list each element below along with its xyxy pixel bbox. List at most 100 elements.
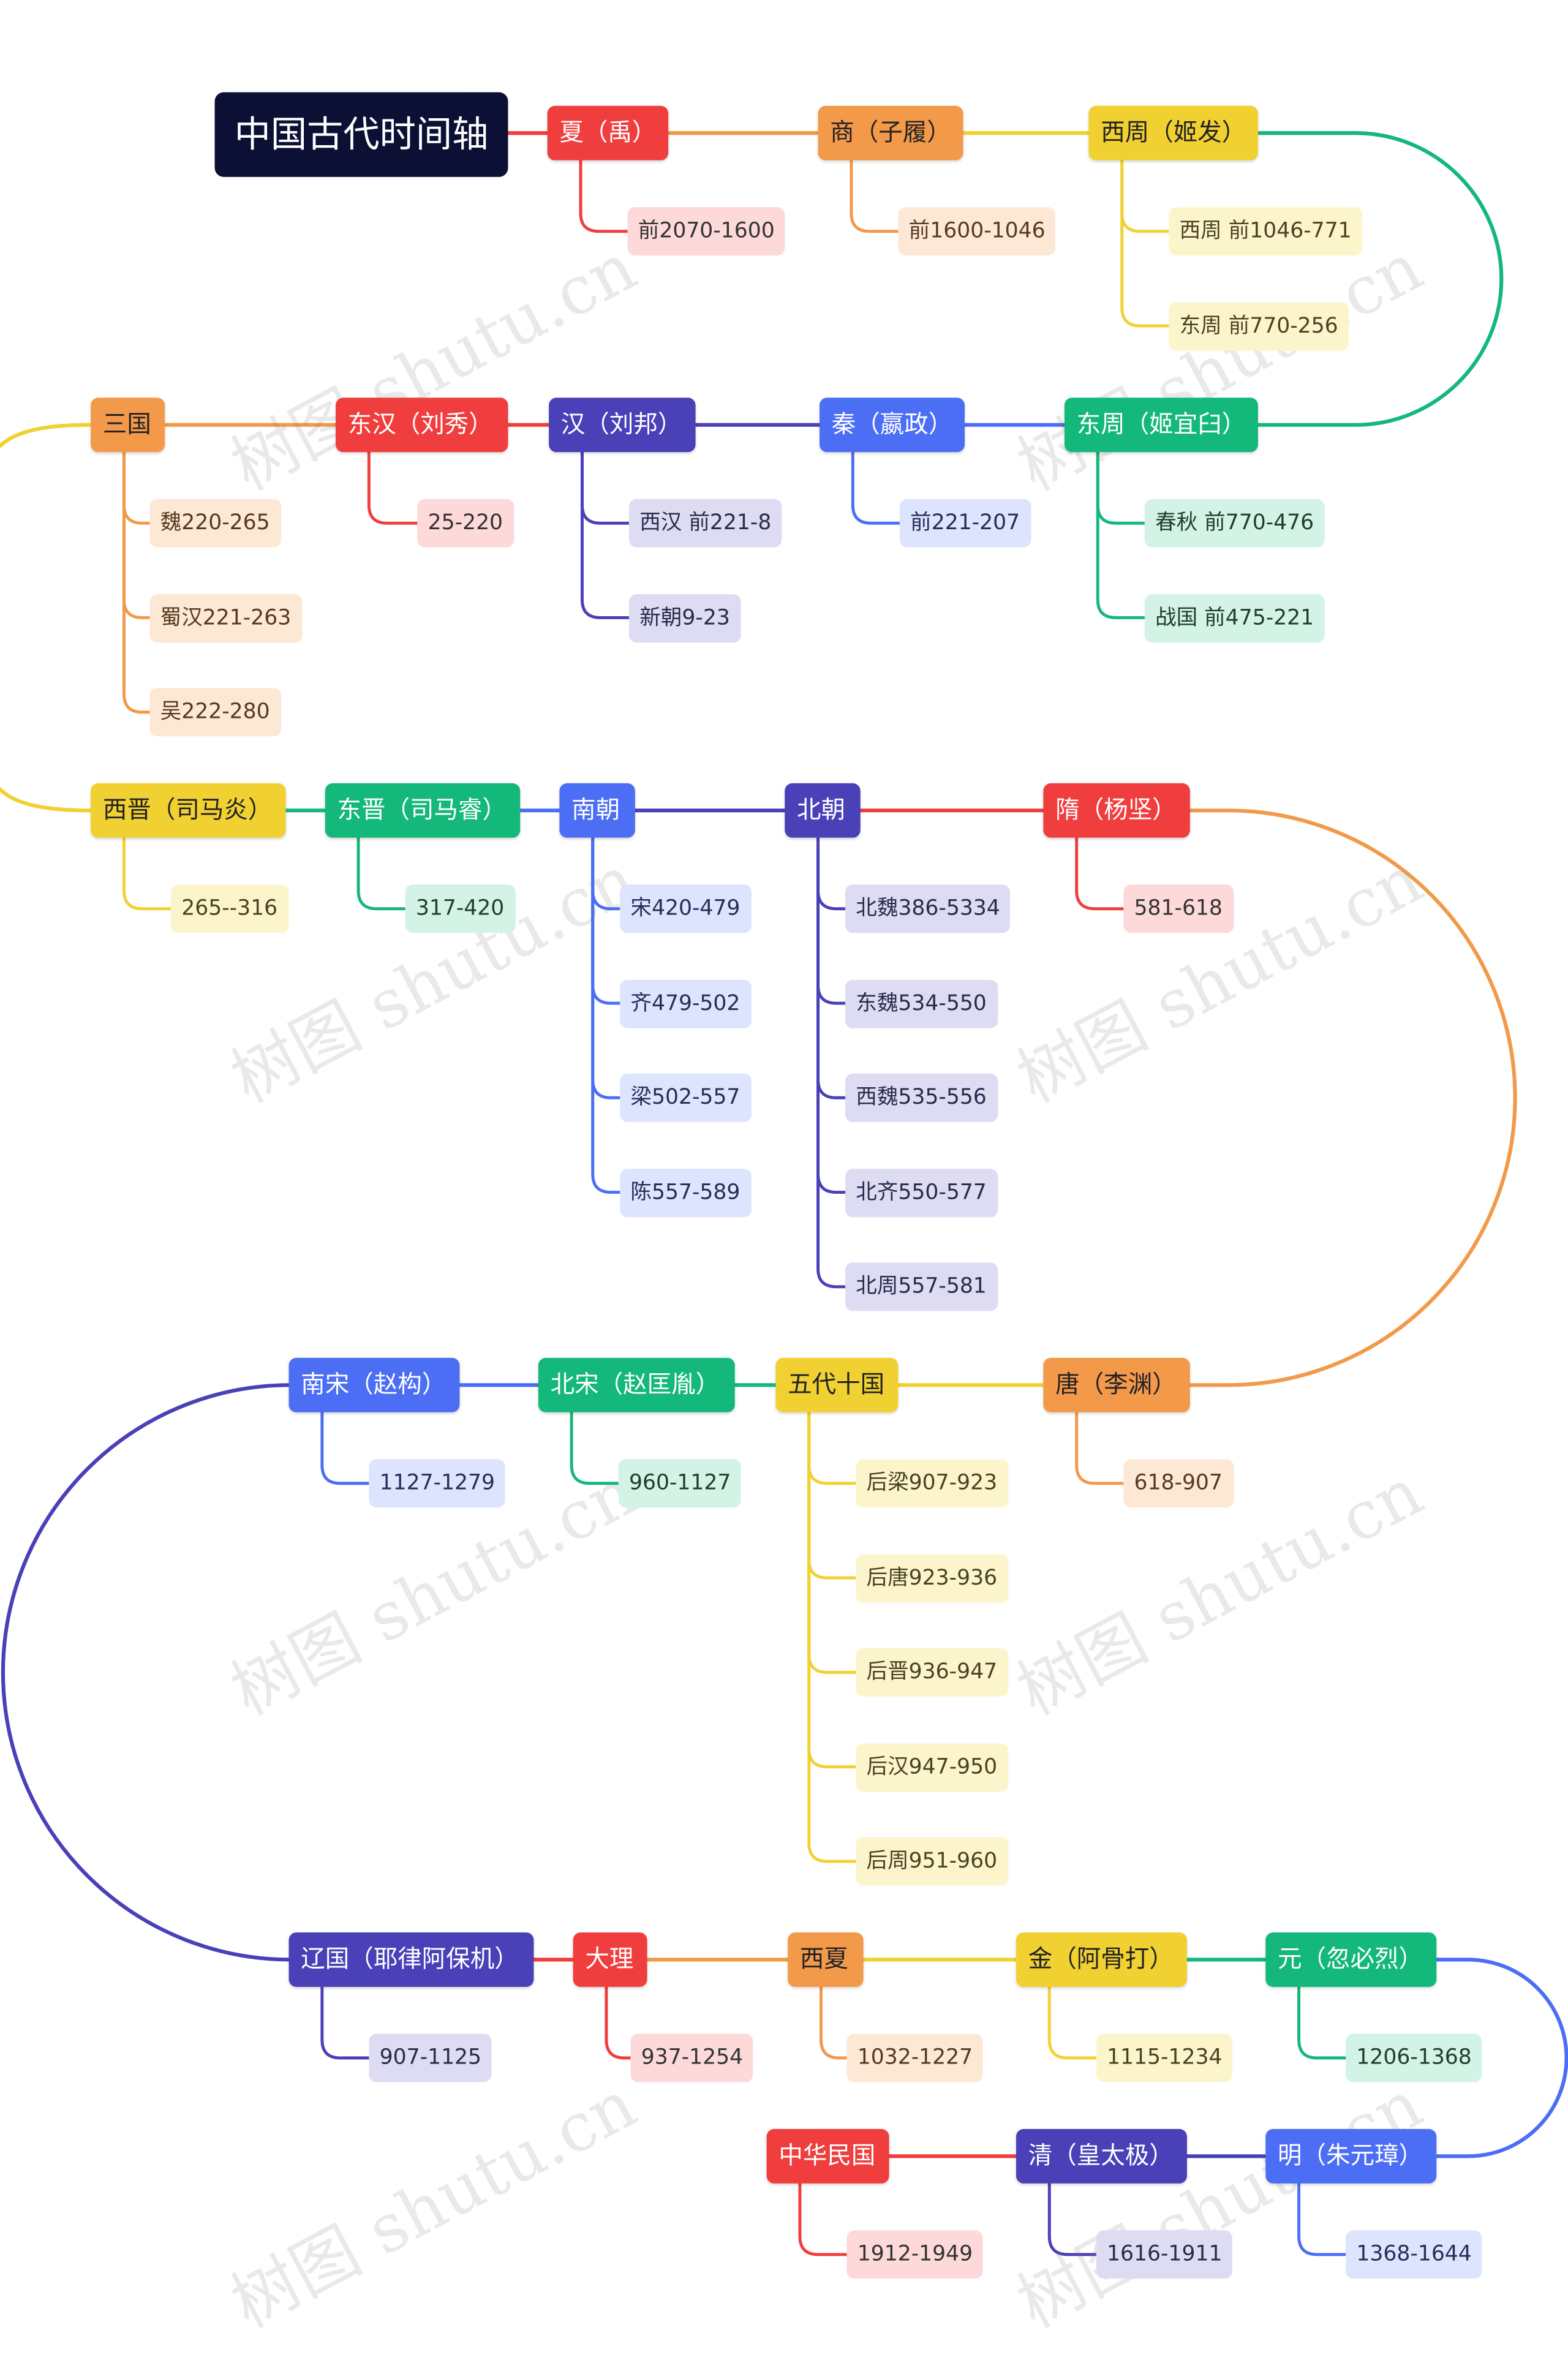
dynasty-node[interactable]: 南朝 — [559, 783, 635, 838]
leaf-stem-14-2 — [807, 1411, 858, 1674]
leaf-stem-14-1 — [807, 1411, 858, 1580]
period-leaf[interactable]: 吴222-280 — [149, 688, 281, 737]
leaf-stem-2-0 — [1120, 159, 1170, 233]
leaf-stem-5-1 — [580, 450, 631, 619]
period-leaf[interactable]: 1206-1368 — [1346, 2034, 1483, 2083]
period-leaf[interactable]: 1368-1644 — [1346, 2230, 1483, 2279]
dynasty-node[interactable]: 北朝 — [785, 783, 861, 838]
period-leaf[interactable]: 1127-1279 — [369, 1459, 506, 1508]
leaf-stem-8-0 — [122, 836, 173, 911]
leaf-stem-23-0 — [1047, 2182, 1098, 2256]
dynasty-node[interactable]: 西夏 — [788, 1932, 864, 1987]
period-leaf[interactable]: 战国 前475-221 — [1144, 593, 1325, 642]
dynasty-node[interactable]: 西周（姬发） — [1088, 105, 1258, 160]
dynasty-node[interactable]: 北宋（赵匡胤） — [538, 1357, 735, 1412]
period-leaf[interactable]: 317-420 — [405, 884, 515, 933]
dynasty-node[interactable]: 大理 — [573, 1932, 647, 1987]
leaf-stem-15-0 — [570, 1411, 620, 1485]
period-leaf[interactable]: 魏220-265 — [149, 499, 281, 548]
period-leaf[interactable]: 北周557-581 — [845, 1262, 998, 1311]
period-leaf[interactable]: 东周 前770-256 — [1169, 301, 1349, 350]
period-leaf[interactable]: 西魏535-556 — [845, 1073, 998, 1122]
dynasty-node[interactable]: 东汉（刘秀） — [336, 398, 508, 453]
dynasty-node[interactable]: 金（阿骨打） — [1016, 1932, 1187, 1987]
connector-3 — [1256, 131, 1504, 427]
period-leaf[interactable]: 265--316 — [170, 884, 288, 933]
period-leaf[interactable]: 1616-1911 — [1096, 2230, 1233, 2279]
period-leaf[interactable]: 1115-1234 — [1096, 2034, 1233, 2083]
leaf-stem-5-0 — [580, 450, 631, 525]
dynasty-node[interactable]: 辽国（耶律阿保机） — [288, 1932, 534, 1987]
dynasty-node[interactable]: 秦（嬴政） — [820, 398, 965, 453]
dynasty-node[interactable]: 三国 — [91, 398, 165, 453]
leaf-stem-9-0 — [356, 836, 407, 911]
leaf-stem-12-0 — [1075, 836, 1125, 911]
leaf-stem-11-4 — [816, 836, 847, 1289]
leaf-stem-11-1 — [816, 836, 847, 1005]
period-leaf[interactable]: 前2070-1600 — [627, 207, 786, 256]
period-leaf[interactable]: 春秋 前770-476 — [1144, 499, 1325, 548]
dynasty-node[interactable]: 东周（姬宜臼） — [1064, 398, 1258, 453]
leaf-stem-13-0 — [1075, 1411, 1125, 1485]
period-leaf[interactable]: 后晋936-947 — [856, 1648, 1008, 1697]
period-leaf[interactable]: 937-1254 — [630, 2034, 754, 2083]
dynasty-node[interactable]: 东晋（司马睿） — [325, 783, 521, 838]
dynasty-node[interactable]: 汉（刘邦） — [549, 398, 696, 453]
period-leaf[interactable]: 新朝9-23 — [628, 593, 741, 642]
dynasty-node[interactable]: 清（皇太极） — [1016, 2128, 1187, 2184]
leaf-stem-14-0 — [807, 1411, 858, 1485]
period-leaf[interactable]: 北齐550-577 — [845, 1168, 998, 1217]
dynasty-node[interactable]: 西晋（司马炎） — [91, 783, 286, 838]
connector-13 — [1188, 809, 1517, 1387]
period-leaf[interactable]: 907-1125 — [369, 2034, 492, 2083]
period-leaf[interactable]: 梁502-557 — [620, 1073, 751, 1122]
period-leaf[interactable]: 后周951-960 — [856, 1837, 1008, 1886]
period-leaf[interactable]: 581-618 — [1123, 884, 1234, 933]
period-leaf[interactable]: 后汉947-950 — [856, 1743, 1008, 1792]
period-leaf[interactable]: 北魏386-5334 — [845, 884, 1011, 933]
period-leaf[interactable]: 后唐923-936 — [856, 1553, 1008, 1602]
period-leaf[interactable]: 西汉 前221-8 — [628, 499, 782, 548]
period-leaf[interactable]: 宋420-479 — [620, 884, 751, 933]
leaf-stem-0-0 — [579, 159, 629, 233]
leaf-stem-14-3 — [807, 1411, 858, 1769]
period-leaf[interactable]: 618-907 — [1123, 1459, 1234, 1508]
period-leaf[interactable]: 前221-207 — [899, 499, 1031, 548]
leaf-stem-10-3 — [591, 836, 622, 1194]
dynasty-node[interactable]: 商（子履） — [818, 105, 963, 160]
period-leaf[interactable]: 前1600-1046 — [898, 207, 1056, 256]
period-leaf[interactable]: 后梁907-923 — [856, 1459, 1008, 1508]
dynasty-node[interactable]: 五代十国 — [775, 1357, 899, 1412]
leaf-stem-3-0 — [1096, 450, 1147, 525]
root-title[interactable]: 中国古代时间轴 — [214, 92, 508, 177]
period-leaf[interactable]: 1912-1949 — [846, 2230, 984, 2279]
period-leaf[interactable]: 陈557-589 — [620, 1168, 751, 1217]
period-leaf[interactable]: 齐479-502 — [620, 979, 751, 1028]
dynasty-node[interactable]: 唐（李渊） — [1043, 1357, 1190, 1412]
connector-22 — [1434, 1958, 1568, 2158]
dynasty-node[interactable]: 中华民国 — [766, 2128, 889, 2184]
period-leaf[interactable]: 1032-1227 — [846, 2034, 984, 2083]
leaf-stem-17-0 — [320, 1985, 371, 2060]
leaf-stem-10-1 — [591, 836, 622, 1005]
leaf-stem-18-0 — [605, 1985, 632, 2060]
period-leaf[interactable]: 东魏534-550 — [845, 979, 998, 1028]
dynasty-node[interactable]: 南宋（赵构） — [288, 1357, 460, 1412]
connector-8-top — [0, 423, 93, 448]
period-leaf[interactable]: 25-220 — [417, 499, 514, 548]
leaf-stem-22-0 — [1297, 2182, 1348, 2256]
leaf-stem-10-2 — [591, 836, 622, 1099]
dynasty-node[interactable]: 明（朱元璋） — [1265, 2128, 1437, 2184]
period-leaf[interactable]: 西周 前1046-771 — [1169, 207, 1362, 256]
leaf-stem-14-4 — [807, 1411, 858, 1863]
leaf-stem-7-2 — [122, 450, 151, 714]
leaf-stem-11-2 — [816, 836, 847, 1099]
period-leaf[interactable]: 960-1127 — [618, 1459, 742, 1508]
dynasty-node[interactable]: 隋（杨坚） — [1043, 783, 1190, 838]
dynasty-node[interactable]: 元（忽必烈） — [1265, 1932, 1437, 1987]
leaf-stem-2-1 — [1120, 159, 1170, 328]
period-leaf[interactable]: 蜀汉221-263 — [149, 593, 302, 642]
dynasty-node[interactable]: 夏（禹） — [547, 105, 669, 160]
